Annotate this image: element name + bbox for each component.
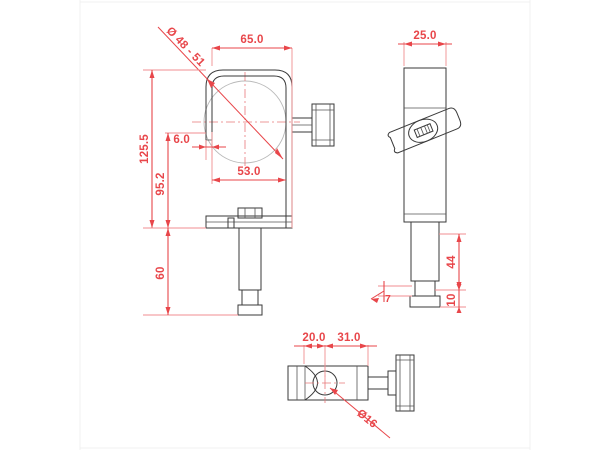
dim-label-53: 53.0 xyxy=(237,166,260,178)
side-spigot-shaft xyxy=(410,222,440,282)
dia-48-51-arrow-end xyxy=(275,148,283,159)
dim-60-arrow-bottom xyxy=(165,307,171,315)
side-wing-lever xyxy=(387,107,462,154)
dim-44: 44 xyxy=(435,233,466,291)
dim-31-arrow-right xyxy=(360,343,368,349)
dim-label-6: 6.0 xyxy=(173,134,190,146)
dim-label-20: 20.0 xyxy=(302,332,325,344)
dim-10-arrow-bottom xyxy=(456,307,462,313)
dim-31-arrow-left xyxy=(325,343,333,349)
dim-65-arrow-right xyxy=(284,45,292,51)
dim-dia-16: Ø16 xyxy=(329,387,391,439)
dim-label-95-2: 95.2 xyxy=(155,172,167,195)
dim-125-5-arrow-bottom xyxy=(149,220,155,228)
dim-6-arrow-left xyxy=(199,144,206,150)
dim-label-65: 65.0 xyxy=(240,34,263,46)
dia-48-51-leader xyxy=(157,26,284,160)
dia-48-51-arrow-mid xyxy=(207,79,215,88)
dim-53-arrow-left xyxy=(212,177,220,183)
dim-25-arrow-right xyxy=(438,41,446,47)
dim-125-5: 125.5 xyxy=(139,69,206,229)
side-spigot-neck xyxy=(414,281,436,297)
dim-label-10: 10 xyxy=(446,293,458,306)
bottom-screw-collar xyxy=(387,370,397,396)
dim-65-arrow-left xyxy=(212,45,220,51)
front-view: Ø 48 - 51 65.0 53.0 xyxy=(139,25,335,316)
hook-inner-profile xyxy=(211,75,287,228)
dim-label-dia-16: Ø16 xyxy=(354,407,379,431)
dim-label-60: 60 xyxy=(155,266,167,279)
base-bar-nub xyxy=(227,217,235,229)
dim-125-5-arrow-top xyxy=(149,70,155,78)
dim-label-dia-48-51: Ø 48 - 51 xyxy=(164,25,207,69)
bottom-screw-shaft xyxy=(367,376,389,390)
dim-53-arrow-right xyxy=(278,177,286,183)
dim-31: 31.0 xyxy=(325,332,377,366)
dim-20-arrow-right xyxy=(317,343,325,349)
dim-6: 6.0 xyxy=(173,132,226,160)
dim-60: 60 xyxy=(143,227,238,316)
hex-nut xyxy=(237,207,263,219)
dim-65: 65.0 xyxy=(211,34,293,228)
bottom-block-body xyxy=(287,365,369,401)
dim-44-arrow-top xyxy=(456,234,462,242)
dim-7-arrow xyxy=(371,298,379,303)
sheet-frame xyxy=(79,0,531,450)
spigot-neck xyxy=(241,290,259,306)
dim-20: 20.0 xyxy=(294,332,335,380)
dim-20-arrow-left xyxy=(304,343,312,349)
dim-60-arrow-top xyxy=(165,228,171,236)
dim-10-arrow-top xyxy=(456,284,462,290)
dia-16-leader xyxy=(329,387,391,439)
bottom-knob xyxy=(395,354,415,412)
dim-95-2-arrow-bottom xyxy=(165,220,171,228)
bottom-view: 20.0 31.0 Ø16 xyxy=(287,332,415,439)
dim-label-7: 7 xyxy=(385,293,391,305)
dia-16-arrow xyxy=(330,388,338,395)
dim-95-2: 95.2 xyxy=(155,132,206,229)
dim-label-125-5: 125.5 xyxy=(139,134,151,164)
side-body-column xyxy=(403,67,447,223)
thumbscrew-head xyxy=(311,103,335,147)
side-spigot-end-cap xyxy=(409,295,441,308)
dim-6-arrow-right xyxy=(212,144,219,150)
side-view: 25.0 44 10 xyxy=(370,30,466,313)
dim-95-2-arrow-top xyxy=(165,133,171,141)
spigot-end-cap xyxy=(237,304,263,316)
dim-label-31: 31.0 xyxy=(337,332,360,344)
dim-7: 7 xyxy=(370,281,412,305)
spigot-shaft xyxy=(238,228,262,291)
dim-25-arrow-left xyxy=(404,41,412,47)
dim-25: 25.0 xyxy=(398,30,452,66)
dim-label-44: 44 xyxy=(446,255,458,269)
dim-label-25: 25.0 xyxy=(413,30,436,42)
dim-7-leader xyxy=(370,290,385,300)
dim-10: 10 xyxy=(435,284,466,313)
